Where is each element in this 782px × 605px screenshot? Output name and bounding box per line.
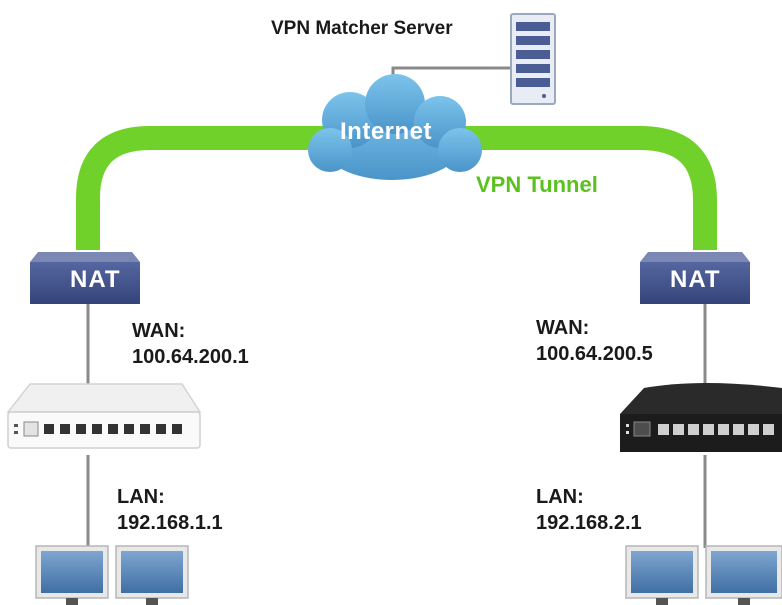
nat-label-right: NAT [670, 266, 721, 293]
right-wan-info: WAN: 100.64.200.5 [536, 315, 653, 367]
left-lan-ip: 192.168.1.1 [117, 512, 223, 534]
right-lan-ip: 192.168.2.1 [536, 512, 642, 534]
right-lan-label: LAN: [536, 486, 584, 508]
nat-box-left [30, 252, 140, 304]
left-lan-info: LAN: 192.168.1.1 [117, 484, 223, 536]
monitor-icon [35, 545, 109, 605]
cloud-icon [308, 74, 482, 180]
right-wan-ip: 100.64.200.5 [536, 343, 653, 365]
black-router-icon [620, 383, 782, 452]
nat-box-right [640, 252, 750, 304]
left-wan-ip: 100.64.200.1 [132, 346, 249, 368]
server-icon [510, 13, 556, 105]
left-wan-label: WAN: [132, 320, 186, 342]
vpn-tunnel-label: VPN Tunnel [476, 172, 598, 197]
monitor-icon [625, 545, 699, 605]
monitor-icon [705, 545, 782, 605]
white-router-icon [6, 383, 202, 449]
left-wan-info: WAN: 100.64.200.1 [132, 318, 249, 370]
server-label: VPN Matcher Server [271, 18, 453, 39]
right-lan-info: LAN: 192.168.2.1 [536, 484, 642, 536]
left-lan-label: LAN: [117, 486, 165, 508]
monitor-icon [115, 545, 189, 605]
right-wan-label: WAN: [536, 317, 590, 339]
nat-label-left: NAT [70, 266, 121, 293]
internet-label: Internet [340, 118, 433, 145]
